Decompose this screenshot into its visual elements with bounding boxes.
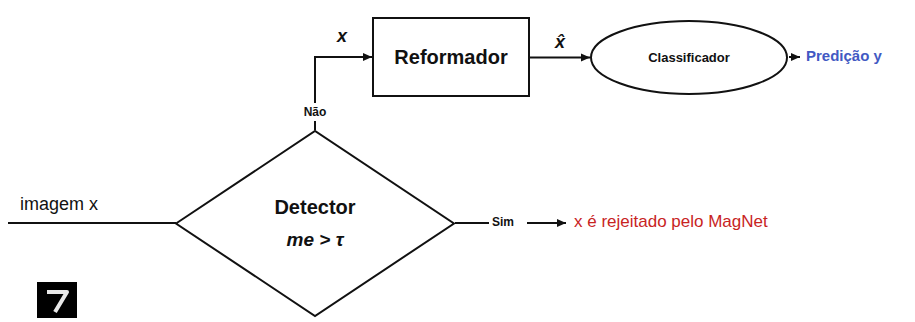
input-line [8, 222, 176, 224]
edge-label: Não [302, 103, 329, 121]
edge-label: x̂ [555, 32, 565, 53]
decision-diamond: Detector me > τ [175, 130, 455, 317]
yes-label: Sim [492, 215, 514, 229]
yes-arrow [527, 222, 566, 224]
decision-diamond-outline [175, 130, 455, 317]
node-text: Classificador [648, 50, 730, 65]
prediction-label: Predição y [806, 47, 882, 64]
yes-line [455, 222, 489, 224]
node-text: Detector [274, 196, 355, 219]
process-box: Reformador [372, 17, 530, 97]
input-label: imagem x [20, 194, 98, 215]
digit-image [37, 282, 77, 318]
node-text: me > τ [287, 229, 344, 251]
signal-label: x [337, 26, 347, 47]
output-arrow [789, 56, 800, 58]
node-text: Reformador [394, 46, 507, 69]
classifier-ellipse: Classificador [590, 20, 788, 95]
reject-note: x é rejeitado pelo MagNet [574, 212, 768, 232]
connector-arrow [530, 57, 590, 59]
